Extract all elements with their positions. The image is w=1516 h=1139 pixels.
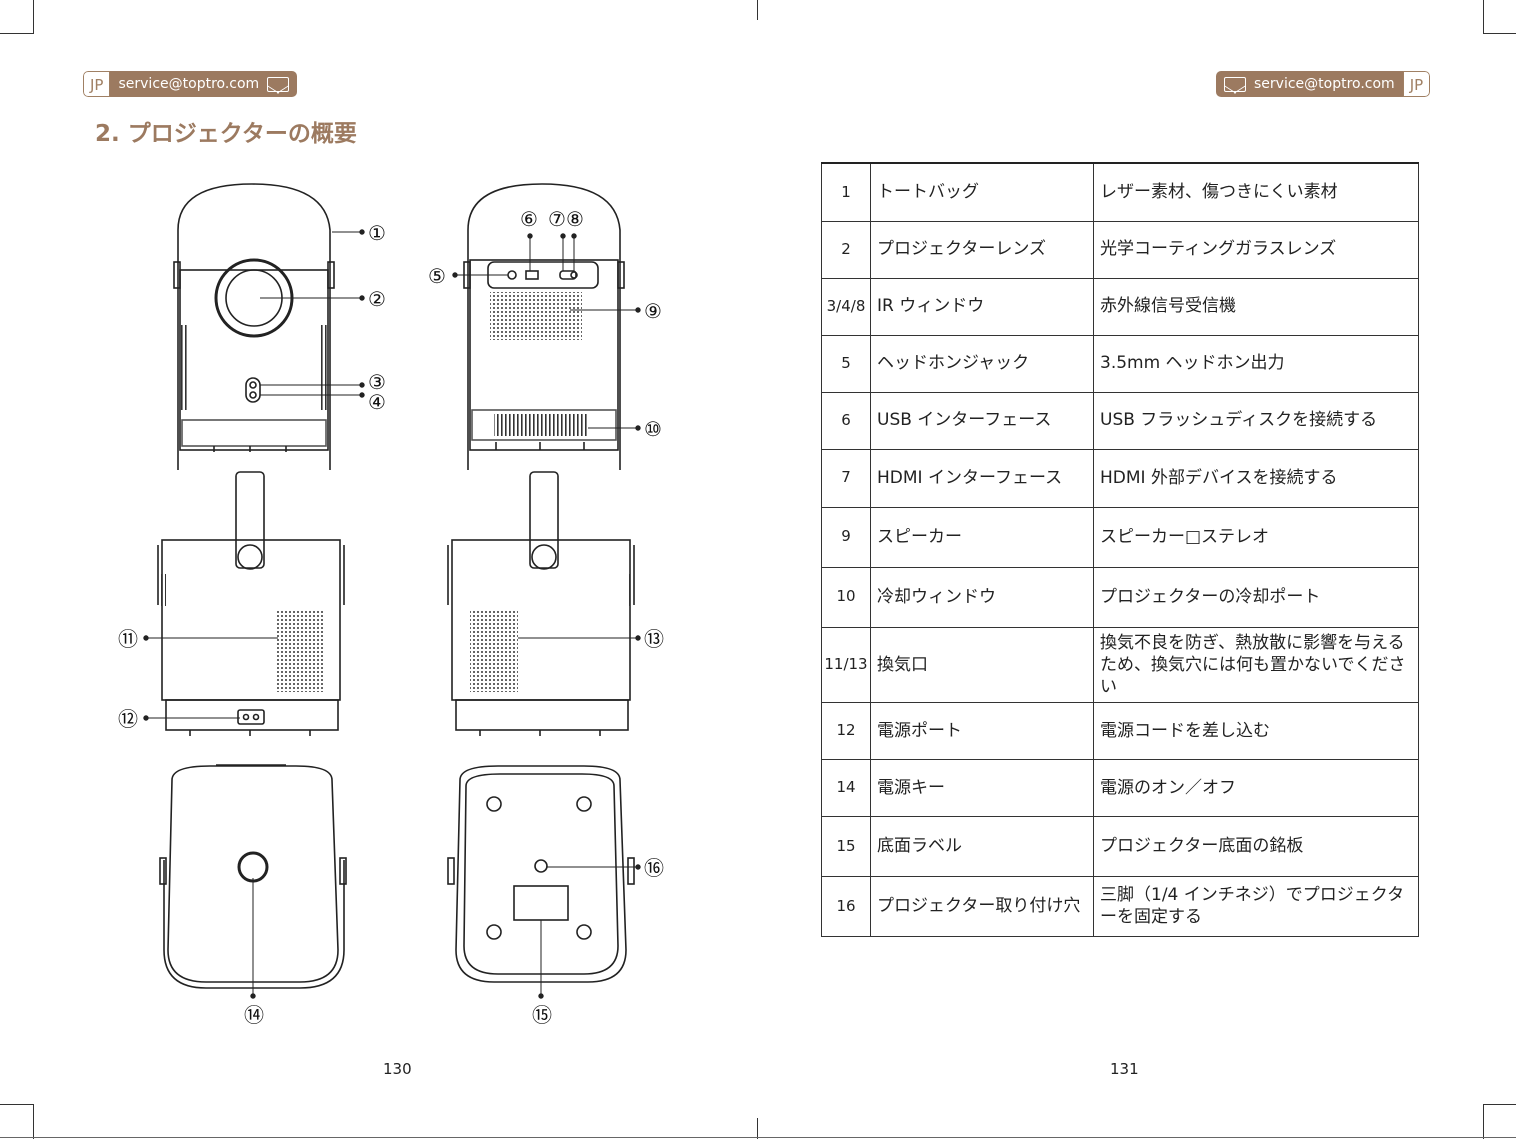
crop-mark bbox=[33, 1104, 34, 1139]
page-number-left: 130 bbox=[383, 1060, 412, 1078]
component-name: プロジェクターレンズ bbox=[870, 220, 1094, 279]
component-name: 冷却ウィンドウ bbox=[870, 566, 1094, 628]
crop-mark bbox=[0, 33, 34, 34]
component-description: 光学コーティングガラスレンズ bbox=[1093, 220, 1419, 279]
crop-mark bbox=[1483, 1104, 1484, 1139]
row-number: 14 bbox=[821, 758, 871, 817]
crop-mark bbox=[1483, 0, 1484, 34]
language-tag: JP bbox=[83, 71, 111, 97]
component-description: プロジェクターの冷却ポート bbox=[1093, 566, 1419, 628]
crop-mark bbox=[757, 1118, 758, 1139]
component-description: HDMI 外部デバイスを接続する bbox=[1093, 448, 1419, 508]
service-email: service@toptro.com bbox=[1254, 76, 1395, 92]
row-number: 11/13 bbox=[821, 626, 871, 703]
component-name: ヘッドホンジャック bbox=[870, 334, 1094, 393]
component-description: レザー素材、傷つきにくい素材 bbox=[1093, 162, 1419, 222]
row-number: 15 bbox=[821, 815, 871, 877]
callout-6: ⑥ bbox=[520, 207, 538, 231]
row-number: 12 bbox=[821, 701, 871, 760]
back-view bbox=[463, 183, 625, 470]
front-view bbox=[173, 183, 335, 470]
row-number: 3/4/8 bbox=[821, 277, 871, 336]
section-title: 2. プロジェクターの概要 bbox=[95, 121, 357, 147]
component-name: プロジェクター取り付け穴 bbox=[870, 875, 1094, 937]
component-description: スピーカー□ステレオ bbox=[1093, 506, 1419, 568]
component-description: 電源のオン／オフ bbox=[1093, 758, 1419, 817]
row-number: 6 bbox=[821, 391, 871, 450]
component-name: HDMI インターフェース bbox=[870, 448, 1094, 508]
callout-8: ⑧ bbox=[566, 207, 584, 231]
callout-11: ⑪ bbox=[118, 627, 138, 651]
component-name: トートバッグ bbox=[870, 162, 1094, 222]
callout-1: ① bbox=[368, 221, 386, 245]
envelope-icon bbox=[267, 76, 290, 92]
component-name: スピーカー bbox=[870, 506, 1094, 568]
service-email: service@toptro.com bbox=[118, 76, 260, 92]
right-side-view bbox=[447, 471, 635, 736]
component-description: プロジェクター底面の銘板 bbox=[1093, 815, 1419, 877]
crop-mark bbox=[0, 1104, 34, 1105]
service-email-badge-right: service@toptro.com JP bbox=[1216, 71, 1431, 97]
trim-line bbox=[0, 1137, 1516, 1138]
crop-mark bbox=[33, 0, 34, 34]
email-block: service@toptro.com bbox=[110, 71, 298, 97]
row-number: 7 bbox=[821, 448, 871, 508]
row-number: 2 bbox=[821, 220, 871, 279]
callout-3: ③ bbox=[368, 370, 386, 394]
component-name: USB インターフェース bbox=[870, 391, 1094, 450]
component-description: 換気不良を防ぎ、熱放散に影響を与えるため、換気穴には何も置かないでください bbox=[1093, 626, 1419, 703]
callout-2: ② bbox=[368, 287, 386, 311]
callout-7: ⑦ bbox=[548, 207, 566, 231]
callout-13: ⑬ bbox=[644, 627, 664, 651]
callout-16: ⑯ bbox=[644, 856, 664, 880]
component-name: 底面ラベル bbox=[870, 815, 1094, 877]
component-name: 電源ポート bbox=[870, 701, 1094, 760]
component-description: USB フラッシュディスクを接続する bbox=[1093, 391, 1419, 450]
callout-12: ⑫ bbox=[118, 707, 138, 731]
page-number-right: 131 bbox=[1110, 1060, 1139, 1078]
row-number: 16 bbox=[821, 875, 871, 937]
crop-mark bbox=[1483, 1104, 1516, 1105]
callout-4: ④ bbox=[368, 390, 386, 414]
component-description: 三脚（1/4 インチネジ）でプロジェクターを固定する bbox=[1093, 875, 1419, 937]
projector-diagram: ① ② ③ ④ ⑤ ⑥ ⑦ ⑧ ⑨ ⑩ ⑪ ⑫ ⑬ ⑭ ⑮ ⑯ bbox=[118, 183, 664, 1027]
crop-mark bbox=[1483, 33, 1516, 34]
component-name: 換気口 bbox=[870, 626, 1094, 703]
service-email-badge-left: JP service@toptro.com bbox=[83, 71, 298, 97]
bottom-view bbox=[447, 765, 635, 983]
left-side-view bbox=[157, 471, 345, 736]
component-description: 電源コードを差し込む bbox=[1093, 701, 1419, 760]
component-description: 赤外線信号受信機 bbox=[1093, 277, 1419, 336]
row-number: 1 bbox=[821, 162, 871, 222]
callout-15: ⑮ bbox=[532, 1003, 552, 1027]
row-number: 5 bbox=[821, 334, 871, 393]
envelope-icon bbox=[1224, 76, 1246, 92]
crop-mark bbox=[757, 0, 758, 20]
component-name: 電源キー bbox=[870, 758, 1094, 817]
callout-9: ⑨ bbox=[644, 299, 662, 323]
component-description: 3.5mm ヘッドホン出力 bbox=[1093, 334, 1419, 393]
email-block: service@toptro.com bbox=[1216, 71, 1403, 97]
row-number: 10 bbox=[821, 566, 871, 628]
callout-5: ⑤ bbox=[428, 264, 446, 288]
row-number: 9 bbox=[821, 506, 871, 568]
callout-14: ⑭ bbox=[244, 1003, 264, 1027]
callout-10: ⑩ bbox=[644, 417, 662, 441]
component-name: IR ウィンドウ bbox=[870, 277, 1094, 336]
language-tag: JP bbox=[1402, 71, 1431, 97]
